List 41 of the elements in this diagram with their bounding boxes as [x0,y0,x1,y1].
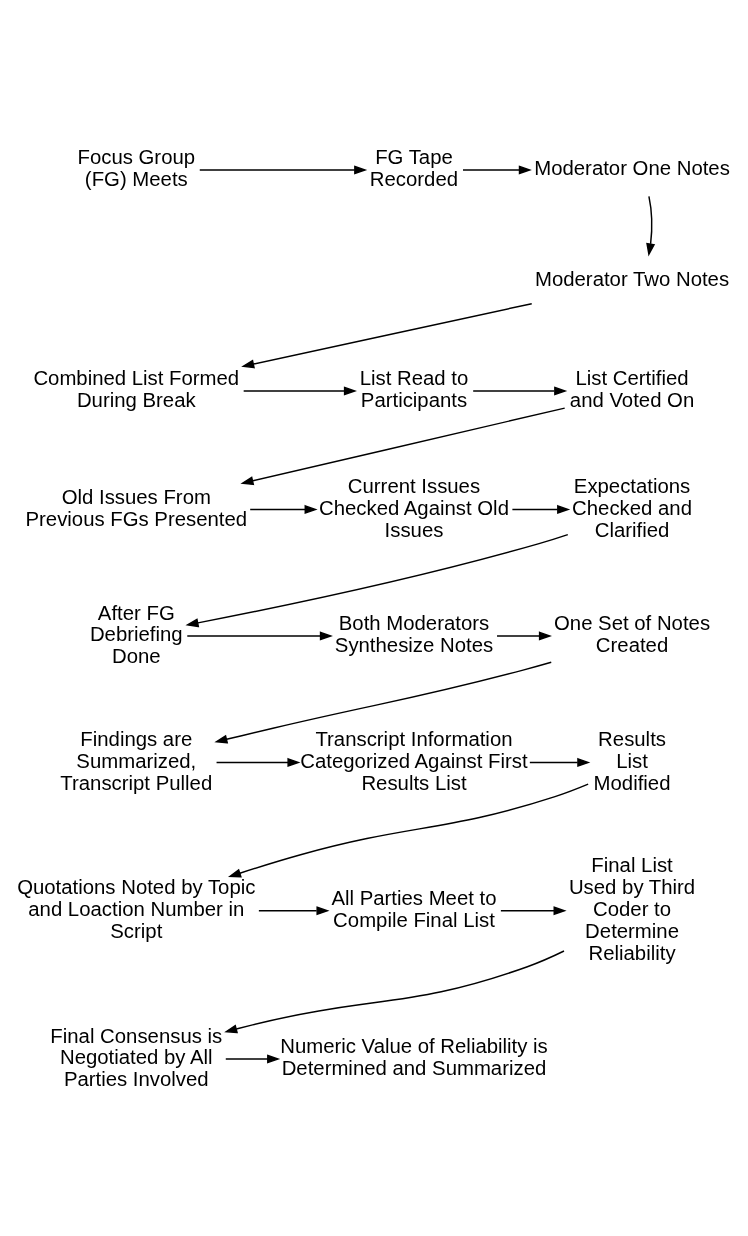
arrow [258,905,330,915]
node-text: Both Moderators Synthesize Notes [334,611,494,656]
arrow [472,385,568,396]
node-text: Transcript Information Categorized Against First Results List [300,727,528,794]
arrow [240,406,566,485]
arrow [511,504,571,514]
arrow [529,757,591,767]
node-text: Final List Used by Third Coder to Determine Reliability [568,853,696,964]
node-text: Results List Modified [593,727,671,794]
arrow [186,630,333,641]
arrow [462,164,532,175]
arrow [249,504,318,514]
arrow [214,661,552,744]
arrow [199,164,368,175]
node-text: List Certified and Voted On [569,366,695,411]
node-text: Numeric Value of Reliability is Determined and Summarized [280,1034,548,1079]
node-text: Current Issues Checked Against Old Issues [318,474,509,541]
arrow [185,533,569,627]
node-text: Moderator Two Notes [535,267,730,290]
node-text: Moderator One Notes [534,156,730,179]
node-text: One Set of Notes Created [554,611,711,656]
node-text: Focus Group (FG) Meets [77,145,196,190]
arrow [242,385,357,396]
node-text: Quotations Noted by Topic and Loaction Number in Script [17,875,256,942]
node-text: FG Tape Recorded [369,145,459,190]
node-text: Old Issues From Previous FGs Presented [25,485,248,530]
arrow [241,302,533,368]
arrow [228,782,589,877]
arrow [225,1053,281,1064]
arrow [215,757,301,767]
node-text: Combined List Formed During Break [33,366,240,411]
node-text: List Read to Participants [359,366,469,411]
node-text: Expectations Checked and Clarified [572,474,693,541]
node-text: All Parties Meet to Compile Final List [331,886,497,931]
arrow [500,905,567,915]
node-text: After FG Debriefing Done [89,601,183,667]
node-text: Findings are Summarized, Transcript Pulled [60,727,213,794]
arrow [224,949,565,1033]
arrow [496,630,552,641]
arrow [646,195,656,256]
node-text: Final Consensus is Negotiated by All Parties Involved [50,1024,223,1090]
